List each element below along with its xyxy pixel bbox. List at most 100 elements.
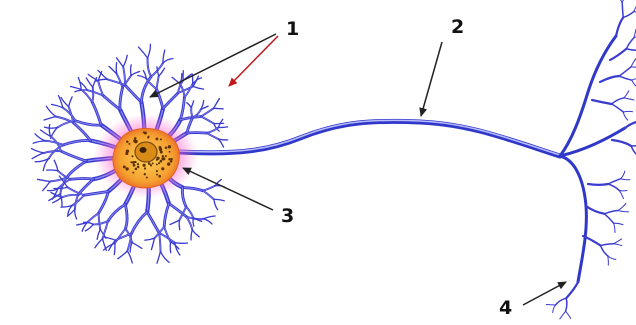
dendrite-branch [619, 76, 632, 80]
dendrite-branch [116, 63, 117, 74]
nissl-dot [160, 138, 162, 140]
dendrite-branch [32, 149, 44, 153]
nissl-dot [161, 167, 164, 170]
nissl-dot [170, 160, 173, 163]
arrow-2 [421, 42, 442, 116]
nissl-dot [143, 164, 146, 167]
dendrite-branch [608, 256, 609, 265]
dendrite-highlight [163, 93, 178, 109]
dendrite-branch [32, 153, 44, 159]
nissl-dot [134, 161, 136, 163]
dendrite-branch [556, 298, 567, 305]
dendrite-branch [35, 134, 45, 141]
pointer-arrows [150, 34, 566, 305]
dendrite-branch [151, 238, 154, 249]
nissl-dot [134, 137, 137, 140]
dendrite-highlight [147, 212, 159, 233]
nissl-dot [131, 162, 133, 164]
dendrite-branch [179, 220, 180, 230]
dendrite-branch [38, 179, 51, 181]
dendrite-branch [191, 230, 192, 240]
dendrite-branch [604, 214, 613, 223]
dendrite-branch [49, 125, 50, 137]
dendrite-branch [187, 103, 192, 108]
nissl-dot [137, 166, 140, 169]
dendrite-branch [97, 229, 100, 239]
nissl-dot [156, 163, 158, 165]
nissl-dot [131, 155, 133, 157]
dendrite-branch [131, 72, 140, 76]
nissl-dot [125, 167, 128, 170]
dendrite-highlight [201, 108, 214, 116]
dendrite-branch [627, 38, 634, 49]
dendrite-branch [170, 220, 180, 224]
nissl-dot [156, 138, 159, 141]
nissl-dot [156, 157, 159, 160]
dendrite-branch [625, 120, 636, 128]
dendrite-branch [131, 65, 132, 76]
dendrite-highlight [201, 117, 214, 124]
dendrite-branch [71, 87, 81, 90]
nissl-dot [168, 145, 171, 148]
dendrite-branch [627, 49, 636, 51]
dendrite-branch [614, 223, 615, 232]
axon-terminal [546, 0, 636, 319]
dendrite-branch [164, 204, 169, 227]
dendrite-branch [631, 146, 636, 158]
arrow-1b [229, 36, 278, 86]
dendrite-branch [132, 242, 142, 248]
dendrite-branch [608, 184, 619, 190]
dendrite-branch [131, 212, 147, 234]
dendrite-branch [123, 55, 127, 67]
dendrite-branch [54, 160, 58, 171]
dendrite-branch [614, 239, 622, 244]
nissl-dot [161, 157, 164, 160]
dendrite-branch [44, 117, 56, 121]
terminal-branch [560, 156, 586, 282]
nissl-dot [165, 155, 167, 157]
dendrite-branch [45, 127, 58, 128]
nissl-dot [128, 143, 130, 145]
dendrite-branch [218, 127, 227, 128]
dendrite-branch [43, 182, 50, 191]
dendrite-branch [191, 101, 193, 107]
nissl-dot [126, 140, 128, 142]
dendrite-branch [622, 2, 623, 17]
dendrite-branch [86, 78, 92, 87]
dendrite-branch [610, 49, 627, 60]
dendrite-branch [604, 211, 618, 214]
dendrite-branch [614, 223, 623, 224]
nissl-dot [168, 158, 170, 160]
dendrite-branch [127, 251, 132, 263]
dendrite-branch [624, 98, 634, 100]
callout-label-4: 4 [499, 299, 512, 318]
callout-label-2: 2 [451, 18, 464, 37]
dendrite-branch [566, 282, 578, 298]
dendrite-branch [621, 179, 630, 180]
dendrite-branch [170, 242, 171, 253]
nissl-dot [135, 140, 138, 143]
dendrite-branch [601, 246, 608, 256]
nissl-dot [132, 172, 134, 174]
dendrite-branch [69, 97, 73, 107]
dendrite-branch [141, 77, 151, 103]
dendrite-branch [586, 206, 604, 214]
dendrite-branch [85, 224, 93, 231]
dendrite-branch [623, 111, 632, 112]
dendrite-branch [78, 78, 81, 90]
nissl-dot [162, 155, 164, 157]
nissl-dot [169, 151, 171, 153]
dendrite-branch [632, 80, 636, 87]
dendrite-branch [616, 0, 623, 2]
dendrite-highlight [207, 133, 219, 139]
dendrite-branch [193, 218, 194, 226]
callout-label-3: 3 [281, 207, 294, 226]
nissl-dot [158, 162, 160, 164]
nissl-dot [148, 136, 150, 138]
dendrite-branch [117, 58, 124, 67]
dendrite-branch [75, 209, 77, 219]
nissl-dot [137, 163, 139, 165]
dendrite-branch [624, 91, 629, 98]
dendrite-branch [96, 79, 108, 81]
